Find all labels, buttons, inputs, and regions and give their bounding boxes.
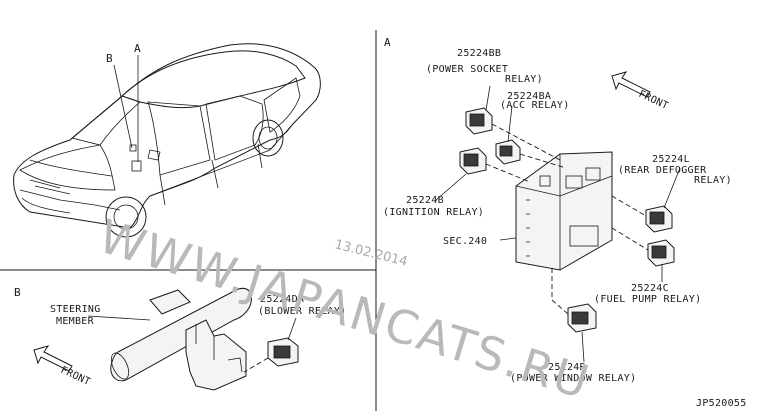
part-desc-25224r: (POWER WINDOW RELAY) <box>510 373 636 384</box>
junction-block <box>515 151 613 271</box>
part-code-25224l: 25224L <box>652 154 690 165</box>
sec-ref: SEC.240 <box>443 236 487 247</box>
part-code-25224da: 25224DA <box>260 294 304 305</box>
section-a-front-label: FRONT <box>637 89 670 112</box>
label-b: B <box>106 52 113 65</box>
part-desc-25224da: (BLOWER RELAY) <box>258 306 347 317</box>
part-desc2-25224bb: RELAY) <box>505 74 543 85</box>
part-desc-25224b: (IGNITION RELAY) <box>383 207 484 218</box>
part-desc-25224l: (REAR DEFOGGER <box>618 165 707 176</box>
relay-25224da <box>267 337 299 367</box>
section-a-label: A <box>384 36 391 49</box>
part-desc-25224c: (FUEL PUMP RELAY) <box>594 294 701 305</box>
section-b-front-label: FRONT <box>59 365 92 388</box>
relay-25224l <box>645 205 673 233</box>
section-b-label: B <box>14 286 21 299</box>
car-illustration <box>13 43 321 238</box>
part-desc-25224bb: (POWER SOCKET <box>426 64 508 75</box>
relay-25224ba <box>495 139 521 165</box>
relay-25224bb <box>465 107 493 135</box>
watermark-date: 13.02.2014 <box>333 237 409 270</box>
part-code-25224bb: 25224BB <box>457 48 501 59</box>
part-code-25224ba: 25224BA <box>507 91 551 102</box>
label-a: A <box>134 42 141 55</box>
part-desc2-25224l: RELAY) <box>694 175 732 186</box>
steering-label-1: STEERING <box>50 304 101 315</box>
part-code-25224c: 25224C <box>631 283 669 294</box>
steering-label-2: MEMBER <box>56 316 95 327</box>
front-arrow-icon <box>611 71 651 98</box>
drawing-id: JP520055 <box>696 398 747 409</box>
steering-member <box>110 288 252 391</box>
relay-25224r <box>567 303 597 333</box>
part-code-25224b: 25224B <box>406 195 444 206</box>
relay-25224b <box>459 147 487 175</box>
front-arrow-icon-b <box>33 345 73 372</box>
part-code-25224r: 25224R <box>548 362 587 373</box>
part-desc-25224ba: (ACC RELAY) <box>500 100 570 111</box>
relay-25224c <box>647 239 675 267</box>
